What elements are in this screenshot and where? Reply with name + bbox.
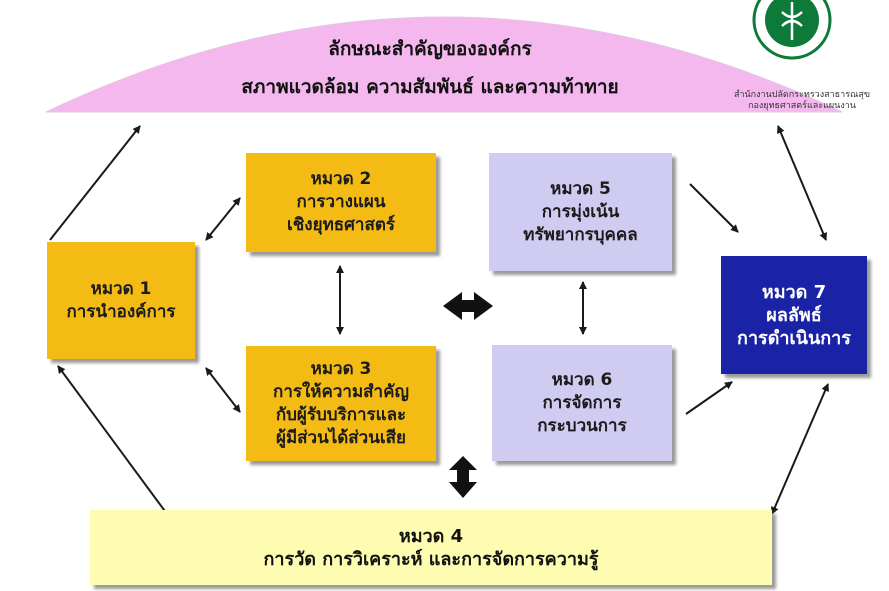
category-1-box: หมวด 1 การนำองค์การ <box>47 242 195 359</box>
category-2-title: หมวด 2 <box>310 169 372 189</box>
category-6-line: การจัดการ <box>542 392 622 413</box>
category-3-line: การให้ความสำคัญ <box>273 381 409 402</box>
category-6-box: หมวด 6 การจัดการ กระบวนการ <box>492 345 672 461</box>
category-7-title: หมวด 7 <box>761 281 827 303</box>
category-5-title: หมวด 5 <box>550 178 611 199</box>
ministry-logo <box>752 0 832 60</box>
org-name-line1: สำนักงานปลัดกระทรวงสาธารณสุข <box>733 90 871 100</box>
category-5-line: ทรัพยากรบุคคล <box>523 224 638 245</box>
category-2-box: หมวด 2 การวางแผน เชิงยุทธศาสตร์ <box>246 153 436 252</box>
category-3-line: กับผู้รับบริการและ <box>275 404 407 425</box>
category-3-title: หมวด 3 <box>310 358 372 379</box>
header-title: ลักษณะสำคัญขององค์กร <box>328 38 532 60</box>
category-2-line: เชิงยุทธศาสตร์ <box>286 215 396 235</box>
category-7-box: หมวด 7 ผลลัพธ์ การดำเนินการ <box>721 256 867 374</box>
category-2-line: การวางแผน <box>296 192 386 212</box>
category-4-line: การวัด การวิเคราะห์ และการจัดการความรู้ <box>263 548 599 570</box>
org-name-line2: กองยุทธศาสตร์และแผนงาน <box>748 101 856 111</box>
category-6-line: กระบวนการ <box>537 415 627 436</box>
category-4-box: หมวด 4 การวัด การวิเคราะห์ และการจัดการค… <box>90 510 772 585</box>
category-6-title: หมวด 6 <box>551 369 613 390</box>
category-5-box: หมวด 5 การมุ่งเน้น ทรัพยากรบุคคล <box>489 153 672 271</box>
header-subtitle: สภาพแวดล้อม ความสัมพันธ์ และความท้าทาย <box>241 76 619 98</box>
category-3-box: หมวด 3 การให้ความสำคัญ กับผู้รับบริการแล… <box>246 346 436 461</box>
category-4-title: หมวด 4 <box>398 525 464 547</box>
category-1-line: การนำองค์การ <box>66 301 176 322</box>
category-7-line: การดำเนินการ <box>737 327 851 349</box>
category-3-line: ผู้มีส่วนได้ส่วนเสีย <box>276 427 406 448</box>
category-5-line: การมุ่งเน้น <box>541 201 620 222</box>
category-1-title: หมวด 1 <box>90 278 152 299</box>
category-7-line: ผลลัพธ์ <box>766 304 822 326</box>
